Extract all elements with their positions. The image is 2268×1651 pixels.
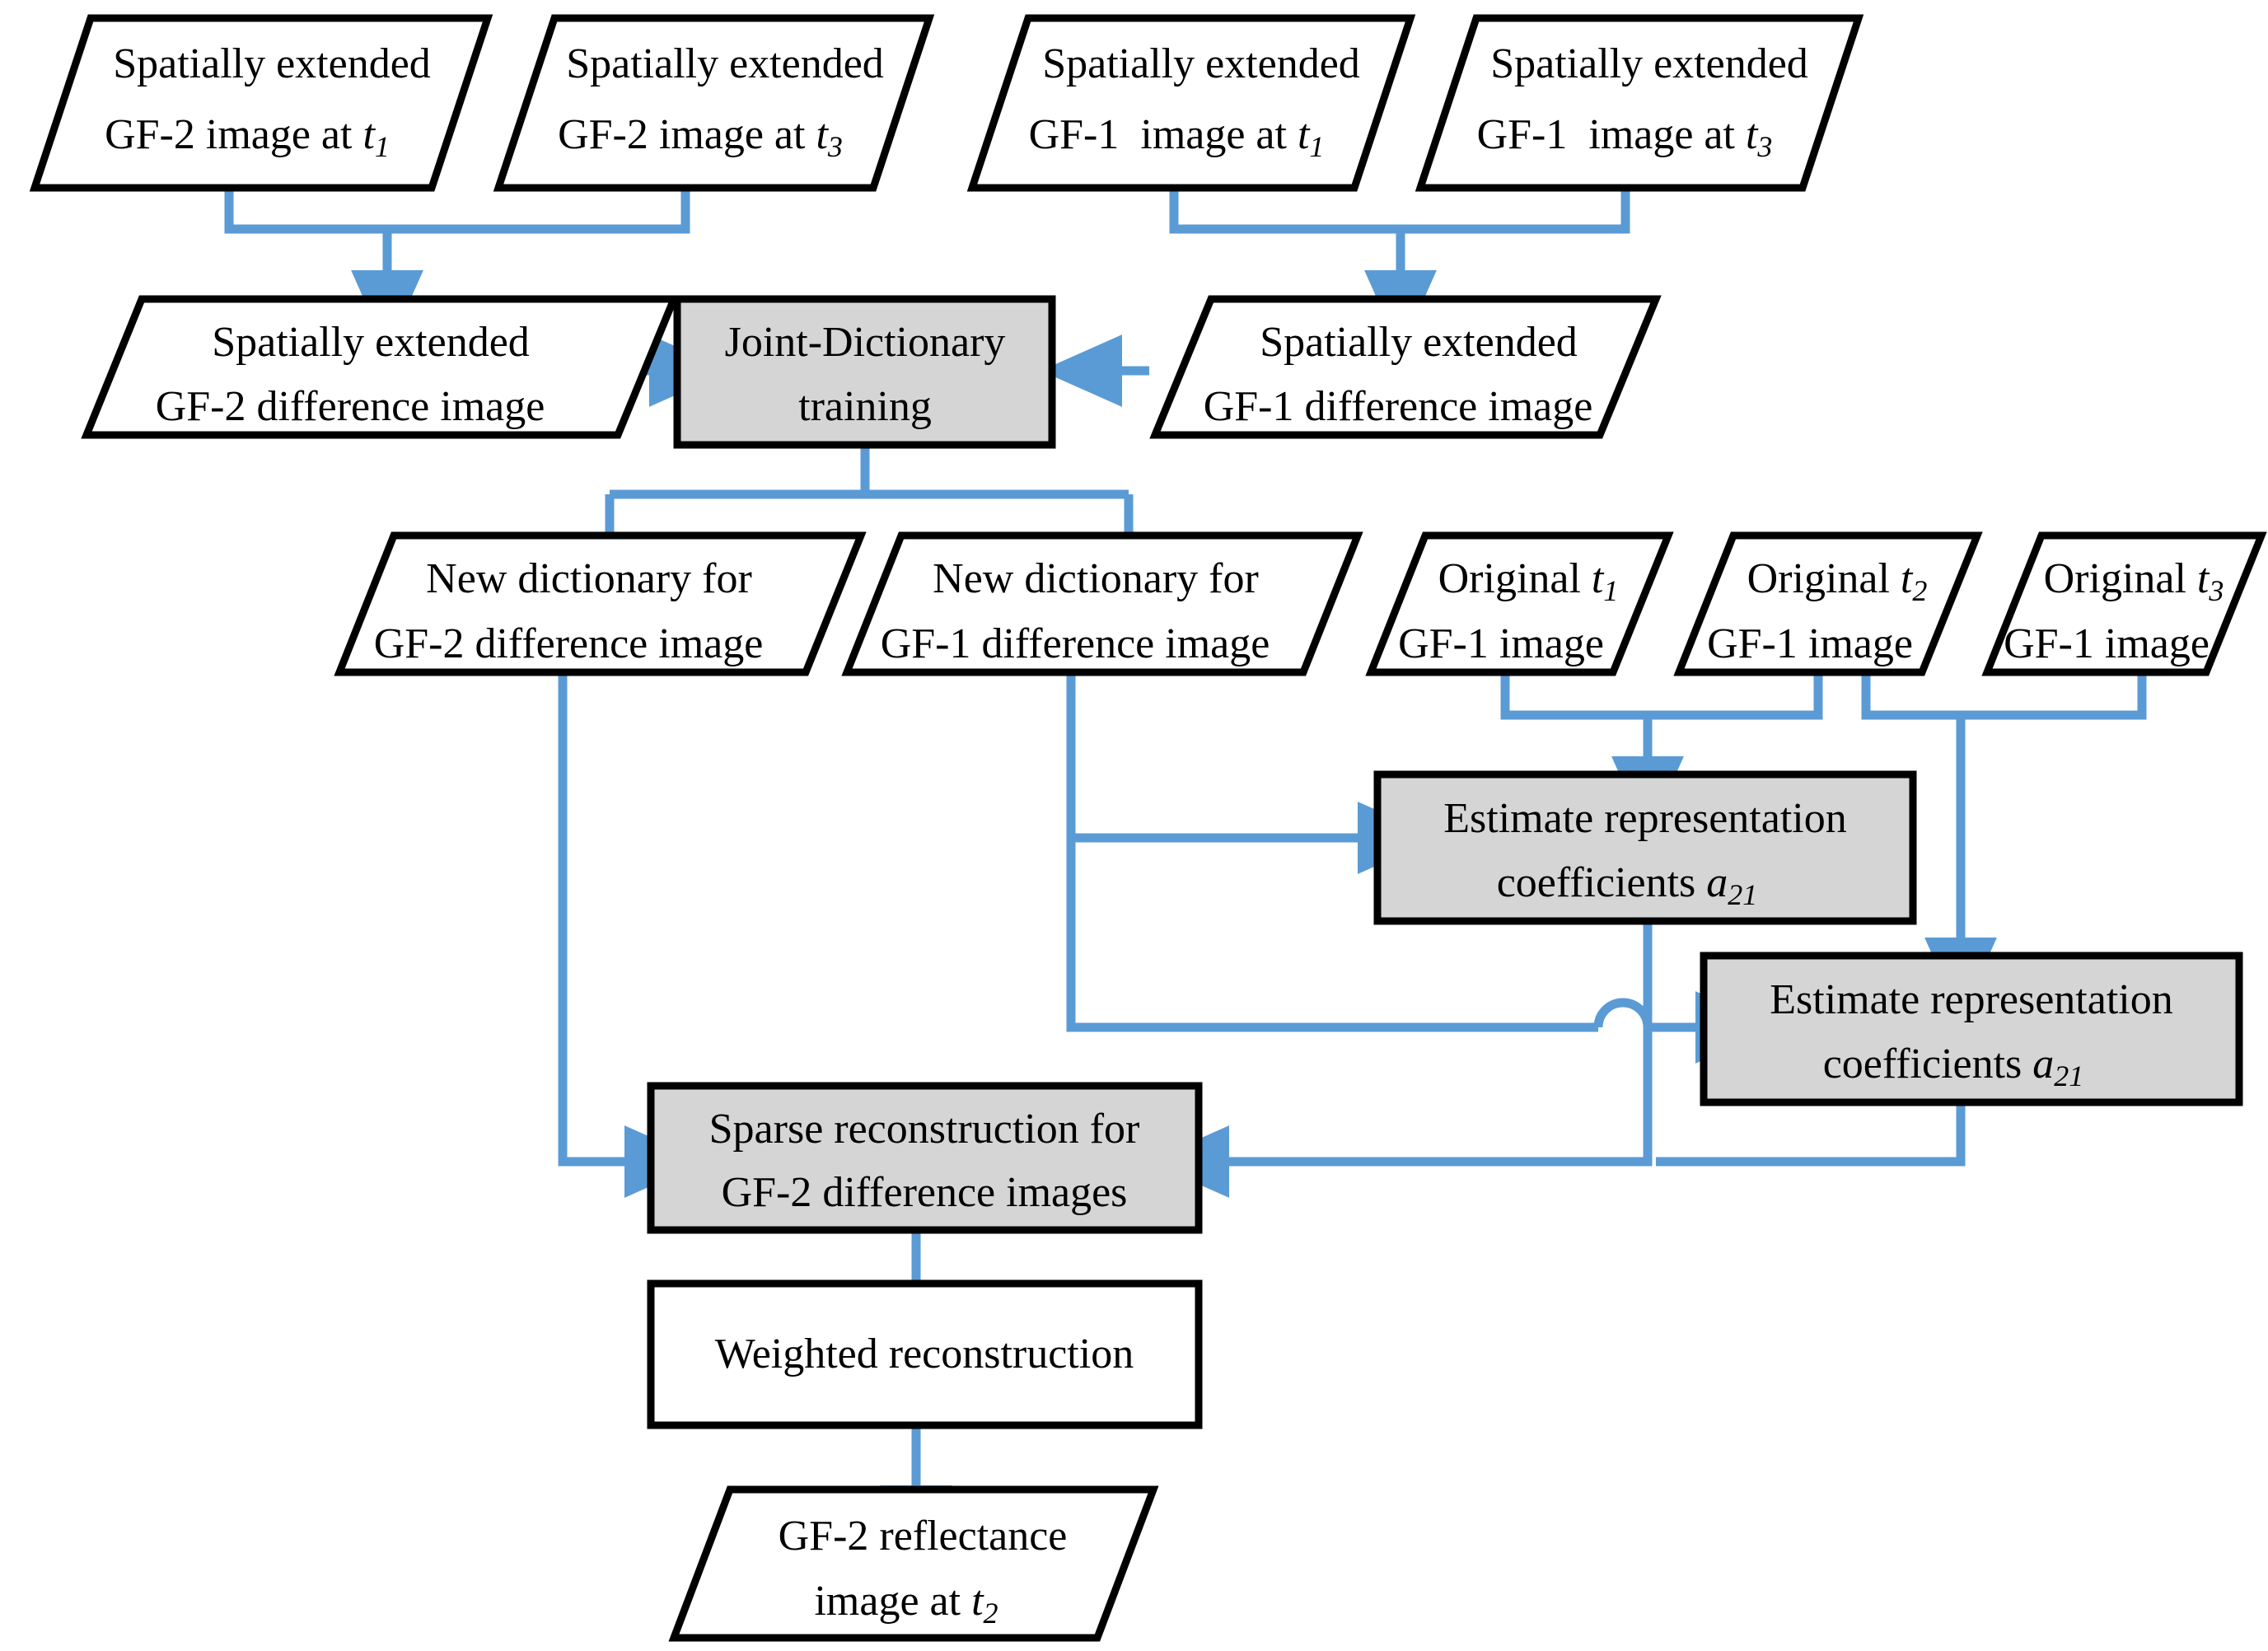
- node-joint-dict-line1: Joint-Dictionary: [725, 319, 1006, 366]
- node-orig-t2[interactable]: Original t2 GF-1 image: [1673, 531, 1983, 676]
- node-se-gf1-t1[interactable]: Spatially extended GF-1 image at t1: [966, 14, 1416, 192]
- node-new-dict-gf2-line2: GF-2 difference image: [374, 620, 764, 667]
- node-orig-t1-line2: GF-1 image: [1398, 620, 1604, 667]
- node-est1-line1: Estimate representation: [1443, 795, 1846, 842]
- node-se-gf1-t1-line1: Spatially extended: [1042, 40, 1360, 87]
- node-new-dict-gf2[interactable]: New dictionary for GF-2 difference image: [334, 531, 867, 676]
- node-weighted-line1: Weighted reconstruction: [715, 1331, 1134, 1377]
- connector-orig-t2t3-to-est2: [1861, 674, 2147, 1019]
- node-se-gf2-t1[interactable]: Spatially extended GF-2 image at t1: [29, 14, 493, 192]
- node-estimate-coefficients-2[interactable]: Estimate representation coefficients a21: [1700, 952, 2243, 1106]
- connector-jointdict-to-newdicts: [573, 445, 1165, 614]
- node-se-gf2-t1-line2: GF-2 image at t1: [105, 111, 390, 163]
- node-orig-t1[interactable]: Original t1 GF-1 image: [1365, 531, 1674, 676]
- node-se-gf1-t3[interactable]: Spatially extended GF-1 image at t3: [1415, 14, 1864, 192]
- node-se-gf2-t3-line2: GF-2 image at t3: [558, 111, 843, 163]
- connector-newdictgf1-to-est1: [1066, 674, 1439, 874]
- node-se-gf1-t3-line1: Spatially extended: [1490, 40, 1808, 87]
- node-est1-line2: coefficients a21: [1497, 859, 1758, 911]
- node-estimate-coefficients-1[interactable]: Estimate representation coefficients a21: [1373, 770, 1917, 925]
- connector-gf2-inputs-to-diff: [224, 188, 690, 352]
- node-reflectance-line1: GF-2 reflectance: [779, 1513, 1068, 1560]
- node-orig-t3-line1: Original t3: [2044, 555, 2224, 607]
- connector-gf1-inputs-to-diff: [1169, 188, 1630, 352]
- node-se-gf2-t3-line1: Spatially extended: [566, 40, 884, 87]
- node-weighted-reconstruction[interactable]: Weighted reconstruction: [647, 1279, 1203, 1429]
- node-orig-t3[interactable]: Original t3 GF-1 image: [1981, 531, 2267, 676]
- node-se-gf2-diff-line1: Spatially extended: [212, 319, 530, 366]
- node-orig-t3-line2: GF-1 image: [2004, 620, 2210, 667]
- node-orig-t2-line2: GF-1 image: [1707, 620, 1913, 667]
- node-sparse-reconstruction[interactable]: Sparse reconstruction for GF-2 differenc…: [647, 1082, 1203, 1234]
- node-new-dict-gf1-line1: New dictionary for: [933, 555, 1259, 602]
- node-new-dict-gf2-line1: New dictionary for: [426, 555, 752, 602]
- node-sparse-line1: Sparse reconstruction for: [709, 1106, 1140, 1153]
- node-gf2-reflectance[interactable]: GF-2 reflectance image at t2: [668, 1485, 1159, 1642]
- node-se-gf1-diff-line1: Spatially extended: [1260, 319, 1578, 366]
- node-se-gf1-diff-line2: GF-1 difference image: [1204, 383, 1593, 430]
- node-orig-t2-line1: Original t2: [1747, 555, 1928, 607]
- connector-orig-t1t2-to-est1: [1500, 674, 1823, 838]
- node-reflectance-line2: image at t2: [814, 1578, 998, 1630]
- node-orig-t1-line1: Original t1: [1438, 555, 1619, 607]
- node-se-gf2-t1-line1: Spatially extended: [113, 40, 431, 87]
- node-joint-dictionary-training[interactable]: Joint-Dictionary training: [673, 295, 1056, 449]
- connector-est1-to-sparse: [1148, 921, 1653, 1198]
- node-new-dict-gf1[interactable]: New dictionary for GF-1 difference image: [841, 531, 1363, 676]
- node-se-gf1-diff[interactable]: Spatially extended GF-1 difference image: [1149, 295, 1662, 439]
- node-se-gf2-t3[interactable]: Spatially extended GF-2 image at t3: [493, 14, 935, 192]
- node-se-gf1-t1-line2: GF-1 image at t1: [1029, 111, 1325, 163]
- node-joint-dict-line2: training: [798, 383, 932, 430]
- node-est2-line1: Estimate representation: [1770, 976, 2172, 1023]
- node-new-dict-gf1-line2: GF-1 difference image: [881, 620, 1270, 667]
- node-se-gf2-diff-line2: GF-2 difference image: [156, 383, 545, 430]
- node-sparse-line2: GF-2 difference images: [722, 1169, 1128, 1216]
- connector-est2-to-sparse: [1656, 1104, 1966, 1167]
- node-se-gf2-diff[interactable]: Spatially extended GF-2 difference image: [81, 295, 680, 439]
- connector-newdictgf2-to-sparse: [558, 674, 706, 1198]
- node-se-gf1-t3-line2: GF-1 image at t3: [1477, 111, 1773, 163]
- node-est2-line2: coefficients a21: [1823, 1041, 2084, 1092]
